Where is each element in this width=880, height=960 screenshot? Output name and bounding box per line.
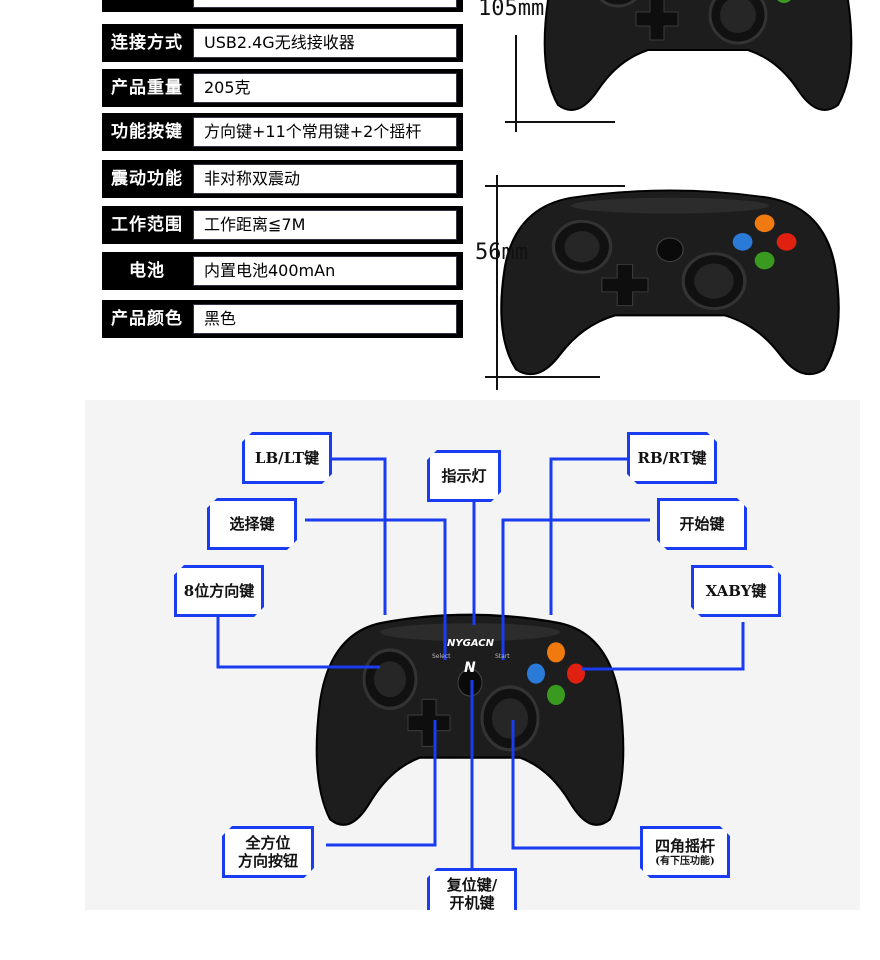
spec-value: 黑色 xyxy=(193,304,457,334)
callout-leader-lines xyxy=(216,457,745,868)
select-text: Select xyxy=(432,653,451,660)
callout-text: 开始键 xyxy=(679,515,725,533)
width-dimension-label: 105mm xyxy=(478,0,545,21)
spec-row: 产品重量 205克 xyxy=(102,69,463,107)
start-text: Start xyxy=(495,653,510,660)
height-dimension-label: 56mm xyxy=(475,240,528,265)
spec-row: 基本功能数字模拟+模式模拟 xyxy=(102,0,463,12)
callout-dpad-8way: 8位方向键 xyxy=(174,565,264,617)
spec-row: 功能按键方向键+11个常用键+2个摇杆 xyxy=(102,113,463,151)
spec-label: 震动功能 xyxy=(111,169,183,189)
spec-value: 内置电池400mAn xyxy=(193,256,457,286)
callout-text: 指示灯 xyxy=(441,467,487,485)
home-button-logo: N xyxy=(464,660,476,676)
callout-text: 开机键 xyxy=(449,894,495,912)
spec-row: 工作范围工作距离≦7M xyxy=(102,206,463,244)
callout-start: 开始键 xyxy=(657,498,747,550)
callout-text: 方向按钮 xyxy=(237,852,298,870)
callout-text: XABY键 xyxy=(705,582,767,600)
spec-value: 205克 xyxy=(193,73,457,103)
spec-label: 功能按键 xyxy=(111,122,183,142)
callout-text: 全方位 xyxy=(245,834,291,852)
spec-label: 产品颜色 xyxy=(111,309,183,329)
spec-value: 工作距离≦7M xyxy=(193,210,457,240)
callout-indicator: 指示灯 xyxy=(427,450,501,502)
callout-rb-rt: RB/RT键 xyxy=(627,432,717,484)
controller-angle-image xyxy=(499,188,841,376)
spec-row: 震动功能非对称双震动 xyxy=(102,160,463,198)
spec-label: 电池 xyxy=(129,261,165,281)
callout-text: 选择键 xyxy=(229,515,275,533)
callout-text: 8位方向键 xyxy=(183,582,255,600)
brand-label: NYGACN xyxy=(447,638,494,649)
callout-text: 四角摇杆 xyxy=(654,836,715,855)
callout-stick: 四角摇杆(有下压功能) xyxy=(640,826,730,878)
spec-label: 产品重量 xyxy=(111,78,183,98)
callout-xaby: XABY键 xyxy=(691,565,781,617)
spec-row: 产品颜色黑色 xyxy=(102,300,463,338)
height-dimension-lines xyxy=(485,35,625,390)
spec-value: 方向键+11个常用键+2个摇杆 xyxy=(193,117,457,147)
spec-label: 连接方式 xyxy=(111,33,183,53)
callout-lb-lt: LB/LT键 xyxy=(242,432,332,484)
spec-value: 非对称双震动 xyxy=(193,164,457,194)
controller-front-image xyxy=(543,0,853,112)
spec-label: 基本功能 xyxy=(102,0,192,12)
callout-text: (有下压功能) xyxy=(655,855,715,867)
spec-row: 连接方式 USB2.4G无线接收器 xyxy=(102,24,463,62)
spec-label: 工作范围 xyxy=(111,215,183,235)
spec-value: 数字模拟+模式模拟 xyxy=(193,0,457,8)
spec-row: 电池 内置电池400mAn xyxy=(102,252,463,290)
spec-value: USB2.4G无线接收器 xyxy=(193,28,457,58)
callout-text: RB/RT键 xyxy=(637,449,707,467)
callout-text: 复位键/ xyxy=(446,876,498,894)
page-bottom-margin xyxy=(0,910,880,960)
callout-select: 选择键 xyxy=(207,498,297,550)
callout-dpad: 全方位方向按钮 xyxy=(222,826,314,878)
callout-text: LB/LT键 xyxy=(254,449,320,467)
